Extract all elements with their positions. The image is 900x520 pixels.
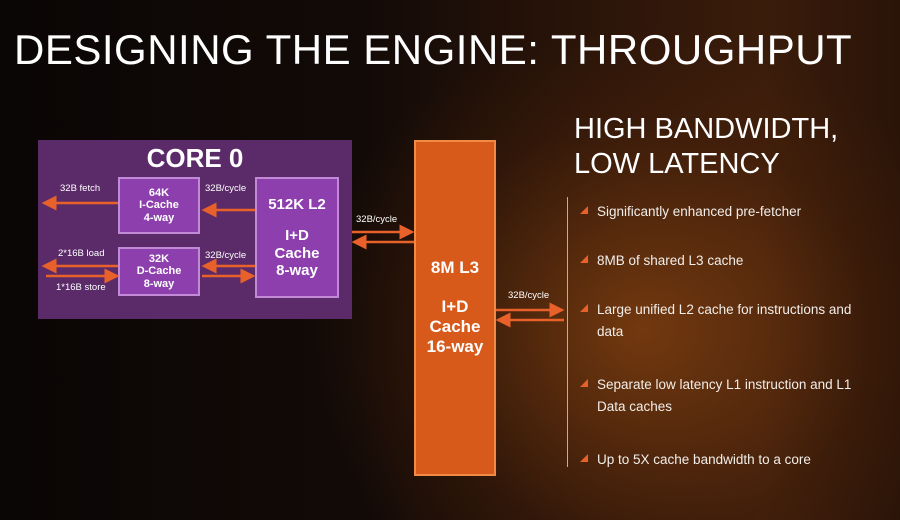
dcache-l2-bandwidth-label: 32B/cycle [205,250,247,261]
dcache-assoc: 8-way [143,277,175,290]
l3-cache-line-1: I+D [441,296,469,316]
bullet-item: Significantly enhanced pre-fetcher [580,201,877,223]
dcache-box: 32K D-Cache 8-way [118,247,200,296]
slide-title: DESIGNING THE ENGINE: THROUGHPUT [14,26,853,73]
section-heading-line-2: LOW LATENCY [574,147,780,180]
bullet-triangle-icon [580,255,588,263]
fetch-label: 32B fetch [60,183,101,194]
bullet-item: 8MB of shared L3 cache [580,250,877,272]
bullet-triangle-icon [580,379,588,387]
l2-cache-size: 512K L2 [268,196,326,213]
bullet-triangle-icon [580,206,588,214]
l3-cache-line-3: 16-way [426,337,484,357]
bullet-item: Separate low latency L1 instruction and … [580,374,877,419]
store-label: 1*16B store [56,282,106,293]
l2-cache-line-1: I+D [285,227,309,245]
bullet-text: Up to 5X cache bandwidth to a core [597,452,811,467]
icache-name: I-Cache [139,199,179,212]
icache-l2-bandwidth-label: 32B/cycle [205,183,247,194]
icache-assoc: 4-way [143,211,175,224]
bullet-text: Separate low latency L1 instruction and … [597,377,852,415]
bullet-text: Large unified L2 cache for instructions … [597,302,852,340]
l3-cache-line-2: Cache [429,317,481,336]
icache-box: 64K I-Cache 4-way [118,177,200,234]
section-heading: HIGH BANDWIDTH, LOW LATENCY [574,112,838,182]
dcache-name: D-Cache [136,265,182,278]
l3-cache-size: 8M L3 [430,258,480,278]
bullet-list: Significantly enhanced pre-fetcher 8MB o… [567,197,868,467]
l3-out-bandwidth-label: 32B/cycle [508,290,550,301]
load-label: 2*16B load [58,248,105,259]
bullet-text: 8MB of shared L3 cache [597,253,744,268]
bullet-triangle-icon [580,454,588,462]
l2-cache-line-2: Cache [274,244,320,262]
section-heading-line-1: HIGH BANDWIDTH, [574,113,839,145]
dcache-size: 32K [148,252,170,265]
bullet-item: Up to 5X cache bandwidth to a core [580,449,877,471]
bullet-triangle-icon [580,304,588,312]
bullet-item: Large unified L2 cache for instructions … [580,299,877,344]
l2-cache-line-3: 8-way [276,261,318,279]
core-0-title: CORE 0 [146,143,244,173]
l2-cache-box: 512K L2 I+D Cache 8-way [255,177,339,298]
icache-size: 64K [148,186,170,199]
l2-l3-bandwidth-label: 32B/cycle [356,214,398,225]
bullet-text: Significantly enhanced pre-fetcher [597,204,802,219]
l3-cache-box: 8M L3 I+D Cache 16-way [414,140,496,476]
